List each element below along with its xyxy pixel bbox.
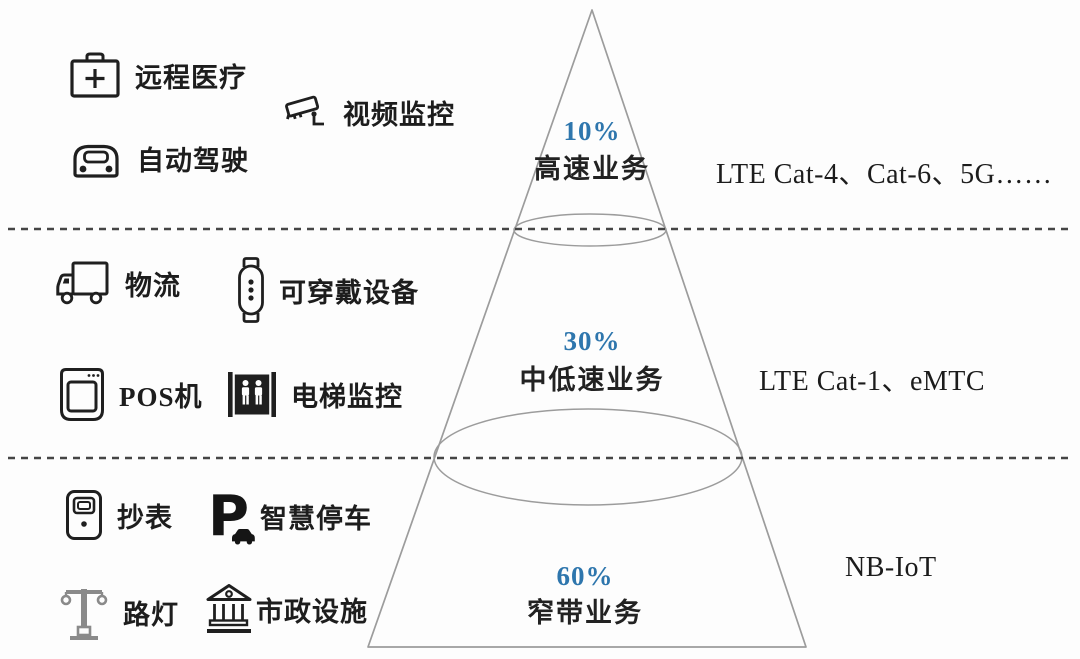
tier1-percent: 10% [563, 116, 621, 146]
app-video-surveillance: 视频监控 [284, 93, 455, 132]
truck-icon [56, 260, 110, 306]
smartwatch-icon [238, 257, 264, 323]
app-elevator-monitoring: 电梯监控 [228, 372, 403, 417]
app-smart-parking: P 智慧停车 [208, 486, 372, 546]
app-label: 电梯监控 [291, 382, 403, 412]
app-label: 可穿戴设备 [279, 277, 419, 308]
app-label: 智慧停车 [260, 503, 372, 534]
parking-icon: P [208, 486, 256, 546]
app-label: 远程医疗 [135, 63, 247, 93]
tier3-percent: 60% [556, 561, 614, 591]
cone-outline [367, 9, 807, 648]
app-label: 路灯 [123, 599, 179, 630]
pos-terminal-icon [60, 368, 104, 421]
government-building-icon [206, 584, 252, 634]
app-label: 自动驾驶 [137, 145, 249, 176]
app-meter-reading: 抄表 [66, 490, 173, 540]
tech-label-narrowband: NB-IoT [845, 552, 937, 583]
tier-boundary-ellipse-upper [513, 213, 667, 247]
app-pos-machine: POS机 [60, 368, 203, 421]
app-street-lamp: 路灯 [60, 582, 179, 642]
tier3-label: 窄带业务 [527, 598, 643, 628]
first-aid-kit-icon [70, 52, 120, 99]
app-label: 市政设施 [256, 596, 368, 627]
utility-meter-icon [66, 490, 102, 540]
elevator-icon [228, 372, 276, 417]
app-label: 物流 [125, 270, 181, 301]
app-logistics: 物流 [56, 260, 181, 306]
app-wearable-device: 可穿戴设备 [238, 257, 419, 323]
tier2-percent: 30% [563, 326, 621, 356]
app-telemedicine: 远程医疗 [70, 52, 247, 99]
tier1-label: 高速业务 [534, 154, 650, 184]
tech-label-midspeed: LTE Cat-1、eMTC [759, 366, 986, 397]
cctv-camera-icon [284, 94, 328, 132]
tech-label-highspeed: LTE Cat-4、Cat-6、5G…… [716, 159, 1053, 190]
app-label: 抄表 [117, 502, 173, 533]
app-label: POS机 [119, 382, 203, 412]
tier2-label: 中低速业务 [519, 365, 665, 395]
street-lamp-icon [60, 582, 108, 642]
car-icon [70, 137, 122, 179]
app-autonomous-driving: 自动驾驶 [70, 137, 249, 179]
app-label: 视频监控 [343, 100, 455, 130]
app-municipal-facilities: 市政设施 [206, 584, 368, 634]
